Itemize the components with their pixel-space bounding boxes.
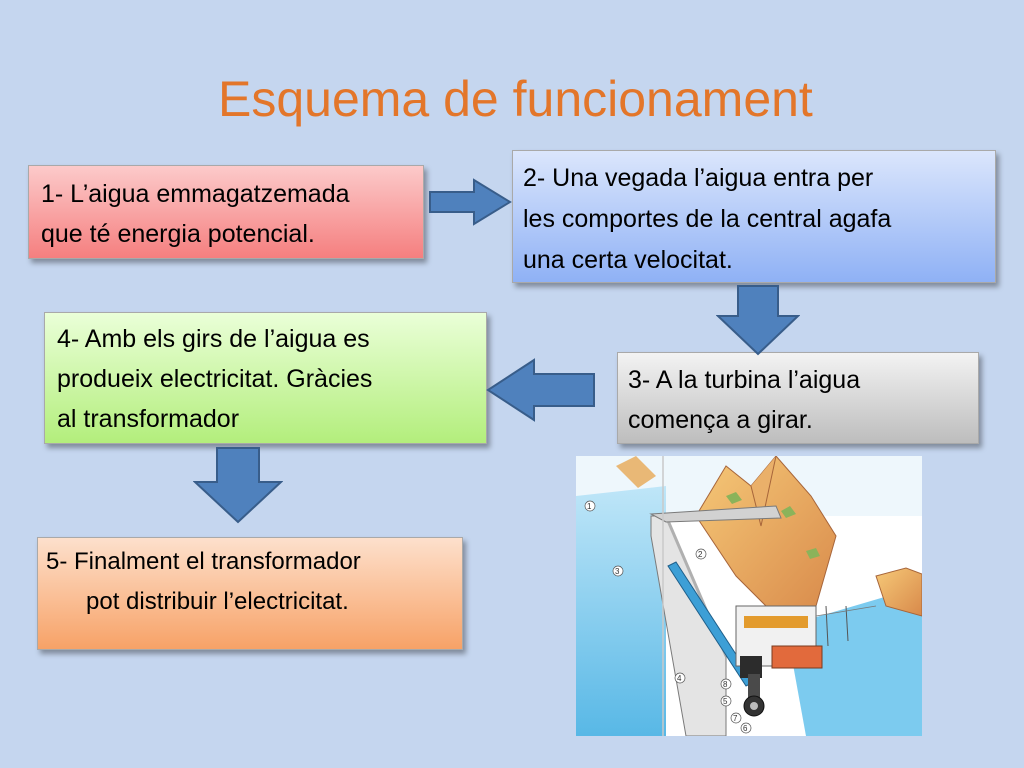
callout-5-label: 5 bbox=[723, 697, 728, 706]
step-4-box: 4- Amb els girs de l’aigua es produeix e… bbox=[44, 312, 487, 444]
arrow-left-icon bbox=[486, 358, 595, 422]
step-5-box: 5- Finalment el transformador pot distri… bbox=[37, 537, 463, 650]
callout-2-label: 2 bbox=[698, 550, 703, 559]
arrow-down-icon bbox=[193, 447, 283, 524]
callout-4-label: 4 bbox=[677, 674, 682, 683]
step-3-line-1: 3- A la turbina l’aigua bbox=[628, 366, 861, 394]
step-2-line-1: 2- Una vegada l’aigua entra per bbox=[523, 164, 874, 192]
callout-6-label: 6 bbox=[743, 724, 748, 733]
step-4-line-3: al transformador bbox=[57, 405, 240, 433]
step-3-line-2: comença a girar. bbox=[628, 406, 813, 434]
arrow-down-icon bbox=[716, 285, 800, 356]
step-4-line-2: produeix electricitat. Gràcies bbox=[57, 365, 373, 393]
step-2-line-3: una certa velocitat. bbox=[523, 246, 733, 274]
step-4-line-1: 4- Amb els girs de l’aigua es bbox=[57, 325, 370, 353]
step-2-line-2: les comportes de la central agafa bbox=[523, 205, 892, 233]
hydroelectric-dam-illustration: 1 2 3 4 5 6 7 8 bbox=[576, 456, 922, 736]
arrow-right-icon bbox=[429, 178, 512, 226]
step-1-line-1: 1- L’aigua emmagatzemada bbox=[41, 180, 350, 208]
step-5-line-2: pot distribuir l’electricitat. bbox=[86, 588, 349, 615]
callout-8-label: 8 bbox=[723, 680, 728, 689]
step-1-line-2: que té energia potencial. bbox=[41, 220, 315, 248]
step-3-box: 3- A la turbina l’aigua comença a girar. bbox=[617, 352, 979, 444]
page-title: Esquema de funcionament bbox=[218, 71, 813, 127]
step-1-box: 1- L’aigua emmagatzemada que té energia … bbox=[28, 165, 424, 259]
step-5-line-1: 5- Finalment el transformador bbox=[46, 548, 361, 575]
callout-1-label: 1 bbox=[587, 502, 592, 511]
callout-7-label: 7 bbox=[733, 714, 738, 723]
step-2-box: 2- Una vegada l’aigua entra per les comp… bbox=[512, 150, 996, 283]
callout-3-label: 3 bbox=[615, 567, 620, 576]
